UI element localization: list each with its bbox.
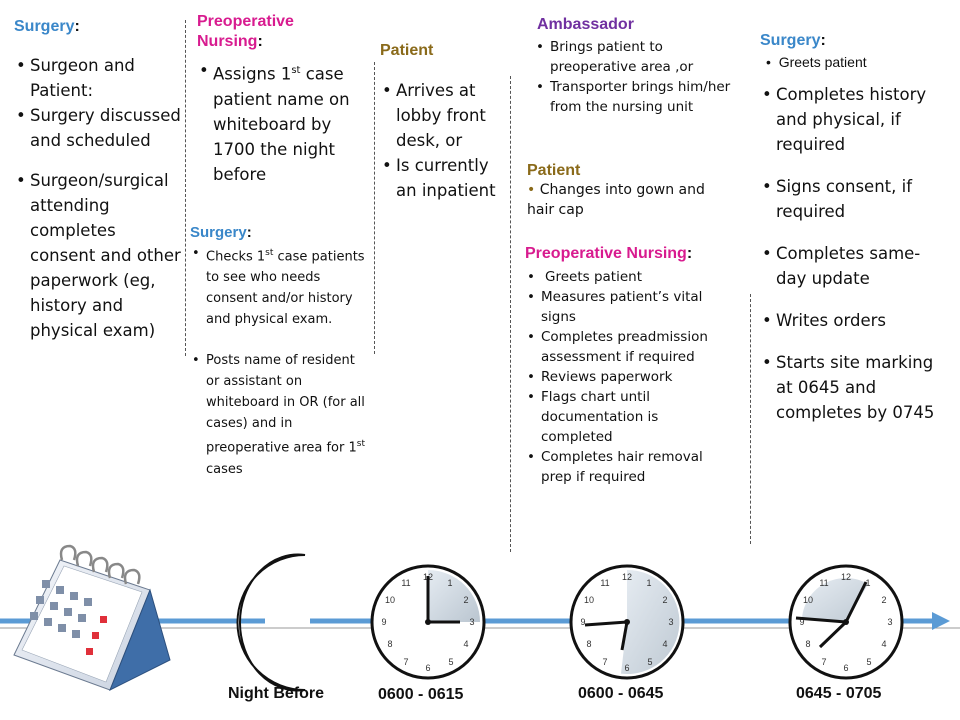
surgery-day-heading: Surgery <box>760 32 821 49</box>
svg-text:11: 11 <box>401 578 410 588</box>
moon-icon <box>236 553 306 692</box>
surgery-subheading: Surgery <box>190 224 247 241</box>
svg-text:2: 2 <box>463 595 468 605</box>
svg-text:1: 1 <box>865 578 870 588</box>
list-item: Reviews paperwork <box>525 367 730 387</box>
svg-text:3: 3 <box>887 617 892 627</box>
patient-arrival-list: Arrives at lobby front desk, or Is curre… <box>380 78 505 203</box>
surgery-checks-list: Checks 1st case patients to see who need… <box>190 243 368 480</box>
svg-text:10: 10 <box>803 595 813 605</box>
nursing-heading: Preoperative Nursing <box>525 245 687 262</box>
svg-text:5: 5 <box>448 657 453 667</box>
svg-text:5: 5 <box>647 657 652 667</box>
preop-nursing-list: Assigns 1st case patient name on whitebo… <box>197 58 372 187</box>
svg-text:8: 8 <box>586 639 591 649</box>
svg-text:10: 10 <box>584 595 594 605</box>
svg-text:6: 6 <box>425 663 430 673</box>
surgery-day-list: Completes history and physical, if requi… <box>760 82 950 425</box>
greets-patient-text: Greets patient <box>778 54 867 70</box>
svg-text:6: 6 <box>843 663 848 673</box>
svg-text:7: 7 <box>403 657 408 667</box>
list-item: Measures patient’s vital signs <box>525 287 730 327</box>
svg-text:8: 8 <box>387 639 392 649</box>
col-surgery-checks: Surgery: Checks 1st case patients to see… <box>190 224 368 480</box>
timeline-label-0645-0705: 0645 - 0705 <box>796 685 882 702</box>
svg-text:4: 4 <box>881 639 886 649</box>
list-item: Surgeon and Patient: <box>14 53 184 103</box>
col-ambassador: Ambassador Brings patient to preoperativ… <box>522 16 732 117</box>
ambassador-heading: Ambassador <box>537 16 634 33</box>
ambassador-list: Brings patient to preoperative area ,or … <box>522 37 732 117</box>
svg-text:2: 2 <box>881 595 886 605</box>
svg-text:4: 4 <box>662 639 667 649</box>
nursing-list: Greets patient Measures patient’s vital … <box>525 267 730 487</box>
svg-text:12: 12 <box>841 572 851 582</box>
col-patient-arrival: Patient Arrives at lobby front desk, or … <box>380 42 505 203</box>
list-item: Surgeon/surgical attending completes con… <box>14 168 184 343</box>
svg-text:4: 4 <box>463 639 468 649</box>
patient-gown-heading: Patient <box>527 162 581 179</box>
preop-nursing-heading: Preoperative Nursing <box>197 13 294 50</box>
patient-gown-text: Changes into gown and hair cap <box>527 182 705 218</box>
svg-text:10: 10 <box>385 595 395 605</box>
timeline-label-0600-0645: 0600 - 0645 <box>578 685 664 702</box>
timeline-label-night: Night Before <box>228 685 324 702</box>
list-item: Flags chart until documentation is compl… <box>525 387 730 447</box>
divider <box>510 76 511 552</box>
list-item: Completes same-day update <box>760 241 950 291</box>
svg-text:1: 1 <box>447 578 452 588</box>
col-patient-gown: Patient • Changes into gown and hair cap <box>527 162 727 220</box>
col-surgery-day: Surgery: • Greets patient Completes hist… <box>760 32 950 425</box>
svg-text:1: 1 <box>646 578 651 588</box>
list-item: Surgery discussed and scheduled <box>14 103 184 153</box>
svg-text:7: 7 <box>602 657 607 667</box>
svg-text:11: 11 <box>819 578 828 588</box>
svg-text:7: 7 <box>821 657 826 667</box>
list-item: Writes orders <box>760 308 950 333</box>
divider <box>374 62 375 354</box>
list-item: Posts name of resident or assistant on w… <box>190 350 368 479</box>
list-item: Transporter brings him/her from the nurs… <box>534 77 732 117</box>
svg-text:12: 12 <box>622 572 632 582</box>
svg-text:8: 8 <box>805 639 810 649</box>
list-item: Signs consent, if required <box>760 174 950 224</box>
surgery-heading: Surgery <box>14 18 75 35</box>
list-item: Completes history and physical, if requi… <box>760 82 950 157</box>
divider <box>185 20 186 356</box>
svg-text:3: 3 <box>469 617 474 627</box>
svg-text:3: 3 <box>668 617 673 627</box>
surgeon-list: Surgeon and Patient: Surgery discussed a… <box>14 53 184 343</box>
svg-text:5: 5 <box>866 657 871 667</box>
svg-text:2: 2 <box>662 595 667 605</box>
list-item: Greets patient <box>525 267 730 287</box>
col-preop-nursing-2: Preoperative Nursing: Greets patient Mea… <box>525 245 730 487</box>
svg-text:9: 9 <box>580 617 585 627</box>
svg-text:6: 6 <box>624 663 629 673</box>
timeline-label-0600-0615: 0600 - 0615 <box>378 686 464 703</box>
divider <box>750 294 751 544</box>
svg-text:9: 9 <box>799 617 804 627</box>
list-item: Completes preadmission assessment if req… <box>525 327 730 367</box>
svg-text:9: 9 <box>381 617 386 627</box>
list-item: Assigns 1st case patient name on whitebo… <box>197 58 372 187</box>
list-item: Checks 1st case patients to see who need… <box>190 243 368 330</box>
list-item: Is currently an inpatient <box>380 153 505 203</box>
list-item: Completes hair removal prep if required <box>525 447 730 487</box>
calendar-icon <box>13 544 171 692</box>
col-surgeon: Surgery: Surgeon and Patient: Surgery di… <box>14 18 184 343</box>
list-item: Starts site marking at 0645 and complete… <box>760 350 950 425</box>
list-item: Brings patient to preoperative area ,or <box>534 37 732 77</box>
svg-text:11: 11 <box>600 578 609 588</box>
list-item: Arrives at lobby front desk, or <box>380 78 505 153</box>
col-preop-nursing: Preoperative Nursing: Assigns 1st case p… <box>197 12 372 187</box>
timeline-arrow <box>932 612 950 630</box>
patient-heading: Patient <box>380 42 434 59</box>
